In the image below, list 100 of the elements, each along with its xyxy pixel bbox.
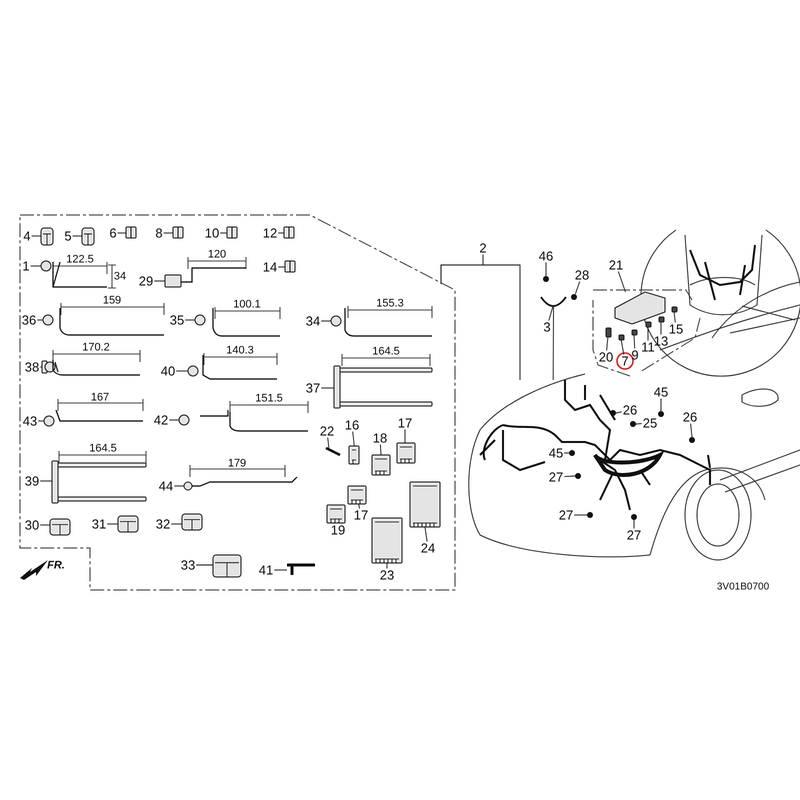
- callout-number: 7: [620, 354, 630, 368]
- clip-drawing: [118, 516, 138, 532]
- callout-number: 43: [22, 414, 38, 428]
- leader-line: [564, 476, 576, 478]
- clip-drawing: [178, 409, 309, 432]
- dimension-value: 155.3: [376, 298, 404, 310]
- callout-number: 27: [626, 528, 642, 542]
- control-unit-drawing: [410, 482, 440, 528]
- callout-number: 27: [548, 470, 564, 484]
- callout-number: 14: [262, 260, 278, 274]
- callout-number: 30: [24, 518, 40, 532]
- callout-number: 18: [372, 432, 388, 444]
- leader-line: [482, 254, 520, 380]
- fuse-drawing: [632, 330, 638, 336]
- clip-drawing: [44, 410, 143, 426]
- callout-number: 12: [262, 226, 278, 240]
- bracket-drawing: [540, 296, 567, 307]
- leader-line: [320, 320, 332, 322]
- callout-number: 42: [152, 414, 170, 426]
- clip-drawing: [330, 308, 432, 337]
- connector-drawing: [396, 442, 416, 464]
- callout-number: 22: [318, 424, 336, 438]
- dimension-value: 179: [228, 458, 246, 470]
- leader-line: [404, 429, 406, 444]
- callout-number: 26: [622, 404, 638, 416]
- callout-number: 27: [558, 508, 574, 522]
- leader-line: [574, 281, 580, 294]
- callout-number: 5: [63, 230, 73, 242]
- dimension-value: 34: [114, 272, 126, 282]
- callout-number: 2: [478, 242, 488, 254]
- leader-line: [690, 423, 692, 438]
- dimension-value: 170.2: [82, 342, 110, 354]
- callout-number: 9: [630, 348, 640, 362]
- callout-number: 4: [22, 230, 32, 242]
- leader-line: [660, 398, 662, 412]
- direction-label: FR.: [47, 560, 65, 572]
- fuse-drawing: [658, 316, 664, 322]
- dimension-value: 167: [90, 392, 110, 404]
- bolt-drawing: [631, 514, 637, 520]
- callout-number: 40: [160, 364, 176, 378]
- connector-drawing: [348, 486, 366, 504]
- callout-number: 3: [542, 320, 552, 334]
- leader-line: [196, 564, 214, 566]
- callout-number: 23: [378, 568, 396, 582]
- dimension-value: 140.3: [226, 346, 254, 356]
- callout-number: 25: [642, 416, 658, 430]
- clip-drawing: [194, 308, 280, 337]
- bolt-drawing: [543, 276, 549, 282]
- callout-number: 17: [396, 416, 414, 430]
- leader-line: [163, 232, 174, 234]
- callout-number: 45: [548, 446, 564, 460]
- control-unit-drawing: [372, 518, 402, 564]
- fuse-drawing: [646, 322, 652, 328]
- callout-number: 41: [258, 564, 274, 576]
- clip-drawing: [164, 267, 246, 288]
- callout-number: 21: [608, 258, 624, 272]
- wire-harness-drawing: [479, 379, 711, 511]
- callout-number: 39: [24, 474, 40, 488]
- fuse-drawing: [672, 306, 678, 312]
- clip-drawing: [82, 228, 94, 246]
- clip-drawing: [182, 514, 202, 530]
- cable-tie-drawing: [334, 366, 432, 408]
- bolt-drawing: [587, 512, 593, 518]
- clip-drawing: [188, 355, 277, 380]
- callout-number: 29: [138, 274, 154, 288]
- bolt-drawing: [571, 294, 577, 300]
- leader-line: [634, 334, 636, 349]
- leader-line: [358, 504, 360, 509]
- clip-drawing: [212, 554, 242, 578]
- dimension-value: 159: [102, 296, 122, 306]
- leader-line: [278, 266, 286, 268]
- callout-number: 33: [180, 558, 196, 572]
- leader-line: [564, 452, 570, 454]
- leader-line: [386, 562, 388, 569]
- connector-drawing: [326, 504, 346, 524]
- dimension-value: 120: [208, 250, 226, 260]
- leader-line: [352, 431, 355, 446]
- callout-number: 17: [352, 508, 370, 522]
- leader-line: [606, 336, 608, 351]
- leader-line: [636, 423, 642, 424]
- leader-line: [660, 322, 662, 335]
- leader-line: [117, 232, 126, 234]
- callout-number: 24: [420, 542, 436, 554]
- callout-number: 44: [158, 480, 174, 492]
- relay-drawing: [606, 328, 612, 338]
- clip-drawing: [40, 228, 54, 246]
- clip-drawing: [184, 476, 298, 490]
- fuse-box-drawing: [614, 291, 666, 325]
- fuse-drawing: [284, 226, 294, 238]
- leader-line: [327, 437, 330, 448]
- leader-line: [220, 232, 228, 234]
- callout-number: 6: [108, 226, 118, 240]
- leader-line: [616, 411, 622, 414]
- leader-line: [620, 340, 624, 355]
- dimension-value: 164.5: [372, 346, 400, 358]
- clip-drawing: [286, 564, 316, 576]
- leader-line: [548, 306, 554, 321]
- leader-line: [552, 306, 554, 380]
- callout-number: 19: [330, 524, 346, 536]
- fuse-drawing: [618, 334, 624, 340]
